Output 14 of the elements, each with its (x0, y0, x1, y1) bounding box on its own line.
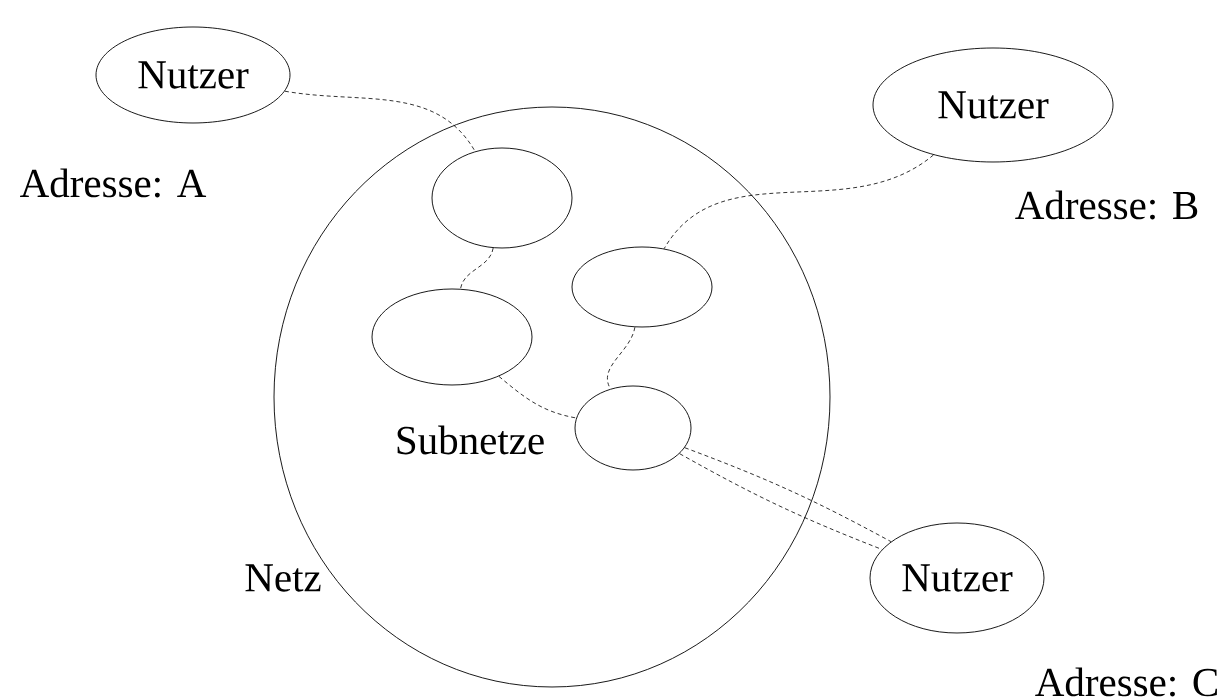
subnet-ellipse (371, 288, 533, 386)
address-label: Adresse: C (1035, 667, 1217, 697)
subnet-ellipse (431, 147, 573, 249)
subnet-ellipse (571, 246, 713, 328)
dashed-connection (679, 453, 883, 550)
address-label: Adresse: B (1015, 190, 1198, 220)
dashed-connection (498, 375, 577, 419)
subnet-label: Subnetze (397, 425, 544, 455)
dashed-connection (460, 247, 494, 290)
subnet-ellipse (574, 385, 692, 471)
address-label: Adresse: A (20, 168, 207, 198)
dashed-connection (284, 90, 476, 152)
dashed-connection (684, 447, 892, 543)
dashed-connection (663, 154, 934, 249)
